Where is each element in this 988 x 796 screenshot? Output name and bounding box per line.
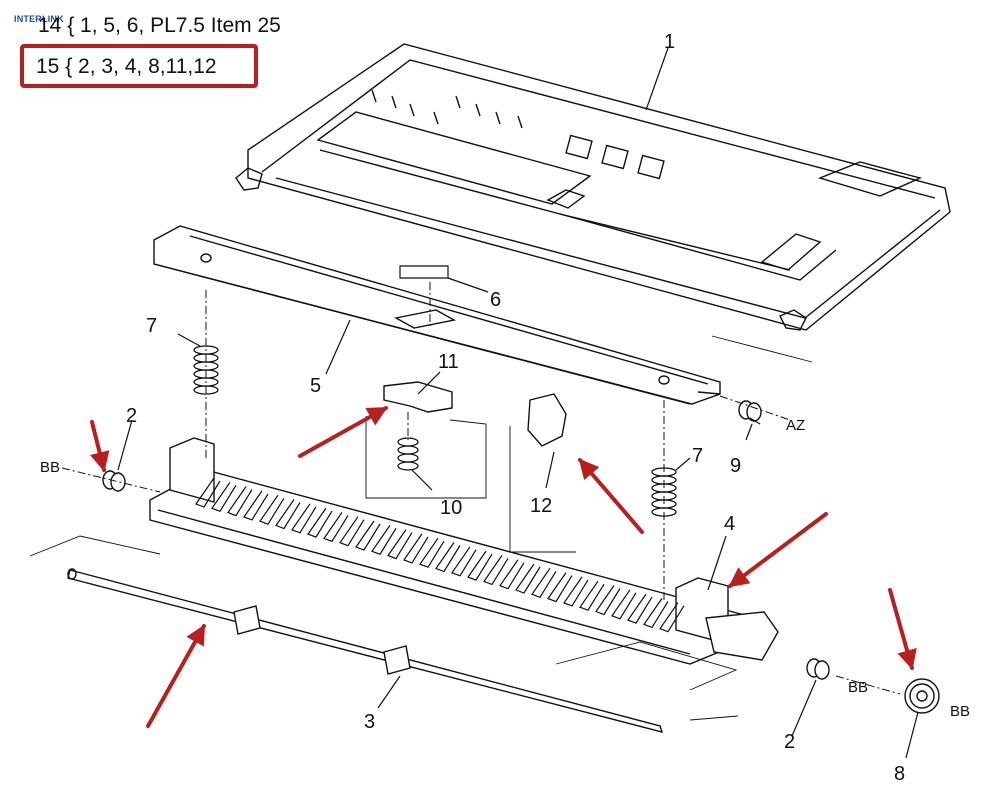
guide-rib (371, 524, 397, 556)
spring-part-10 (397, 437, 419, 471)
bushing-part-9 (738, 400, 762, 422)
guide-rib (403, 533, 429, 564)
lever-part-12 (527, 393, 567, 447)
callout-1: 1 (664, 31, 675, 53)
callout-9: 9 (730, 455, 741, 477)
arrow-to-gear-8 (888, 588, 917, 670)
label-bb-middle: BB (848, 679, 868, 696)
guide-rib (387, 529, 413, 560)
cover-plate-part-1 (235, 43, 951, 331)
guide-rib (227, 486, 253, 517)
clip-part-11 (383, 381, 453, 413)
reference-lines (29, 335, 813, 721)
guide-rib (243, 490, 269, 521)
guide-assembly-part-4 (149, 437, 779, 665)
guide-rib (451, 546, 477, 577)
guide-rib (467, 550, 493, 581)
guide-rib (563, 576, 589, 607)
guide-rib (595, 585, 621, 616)
highlight-arrows (89, 406, 917, 728)
guide-rib (483, 555, 509, 586)
guide-rib (579, 580, 605, 611)
label-bb-left: BB (40, 459, 60, 476)
callout-6: 6 (490, 289, 501, 311)
brand-logo: INTERLINK (14, 14, 64, 24)
guide-rib (307, 507, 333, 538)
label-az: AZ (786, 417, 805, 434)
callout-3: 3 (364, 711, 375, 733)
guide-rib (627, 593, 653, 624)
arrow-to-guide-4 (728, 512, 828, 588)
label-bb-right: BB (950, 703, 970, 720)
center-lines (61, 282, 901, 695)
guide-rib (547, 572, 573, 603)
guide-rib (499, 559, 525, 590)
callout-7-left: 7 (146, 315, 157, 337)
guide-rib (323, 512, 349, 543)
bushing-part-2-right (806, 658, 830, 680)
guide-rib (611, 589, 637, 620)
item-14-list: 14 { 1, 5, 6, PL7.5 Item 25 (38, 14, 281, 37)
guide-rib (643, 598, 669, 629)
arrow-to-lever-12 (578, 458, 644, 534)
gear-part-8 (904, 678, 940, 714)
bracket-part-5 (153, 225, 721, 405)
guide-rib (339, 516, 365, 547)
callout-4: 4 (724, 513, 735, 535)
item-15-list: 15 { 2, 3, 4, 8,11,12 (36, 55, 217, 78)
callout-8: 8 (894, 763, 905, 785)
arrow-to-clip-11 (298, 406, 388, 458)
arrow-to-shaft-3 (146, 624, 206, 728)
guide-rib (211, 481, 237, 513)
guide-rib (259, 494, 285, 525)
guide-rib (355, 520, 381, 551)
guide-rib (531, 567, 557, 599)
arrow-to-bushing-2 (89, 420, 110, 472)
item-15-highlight-box (20, 44, 258, 88)
leader-lines (117, 47, 919, 759)
guide-rib (291, 503, 317, 534)
callout-11: 11 (438, 351, 459, 373)
guide-rib (515, 563, 541, 594)
callout-7-right: 7 (692, 445, 703, 467)
guide-rib (275, 499, 301, 530)
guide-rib (435, 542, 461, 573)
guide-rib (419, 537, 445, 568)
label-part-6 (399, 265, 449, 279)
shaft-part-3 (67, 568, 664, 734)
callout-2-right: 2 (784, 731, 795, 753)
guide-rib (195, 477, 221, 508)
callout-2-left: 2 (126, 405, 137, 427)
callout-5: 5 (310, 375, 321, 397)
callout-12: 12 (530, 495, 552, 517)
guide-rib (659, 602, 685, 633)
callout-10: 10 (440, 497, 462, 519)
